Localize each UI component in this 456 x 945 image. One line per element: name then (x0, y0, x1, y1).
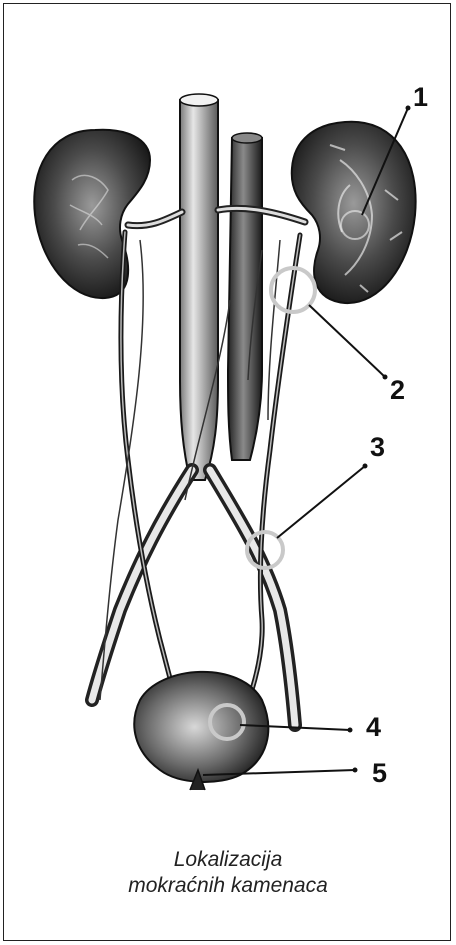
aorta (180, 94, 218, 480)
caption-line-2: mokraćnih kamenaca (0, 873, 456, 899)
left-kidney (34, 130, 150, 298)
leader-2 (309, 305, 385, 377)
label-2: 2 (390, 377, 405, 404)
label-3: 3 (370, 434, 385, 461)
caption-line-1: Lokalizacija (0, 847, 456, 873)
label-4: 4 (366, 714, 381, 741)
leader-3 (277, 466, 365, 538)
label-1: 1 (413, 84, 428, 111)
caption: Lokalizacija mokraćnih kamenaca (0, 847, 456, 899)
bladder (134, 672, 268, 790)
vena-cava (228, 133, 262, 460)
label-5: 5 (372, 760, 387, 787)
